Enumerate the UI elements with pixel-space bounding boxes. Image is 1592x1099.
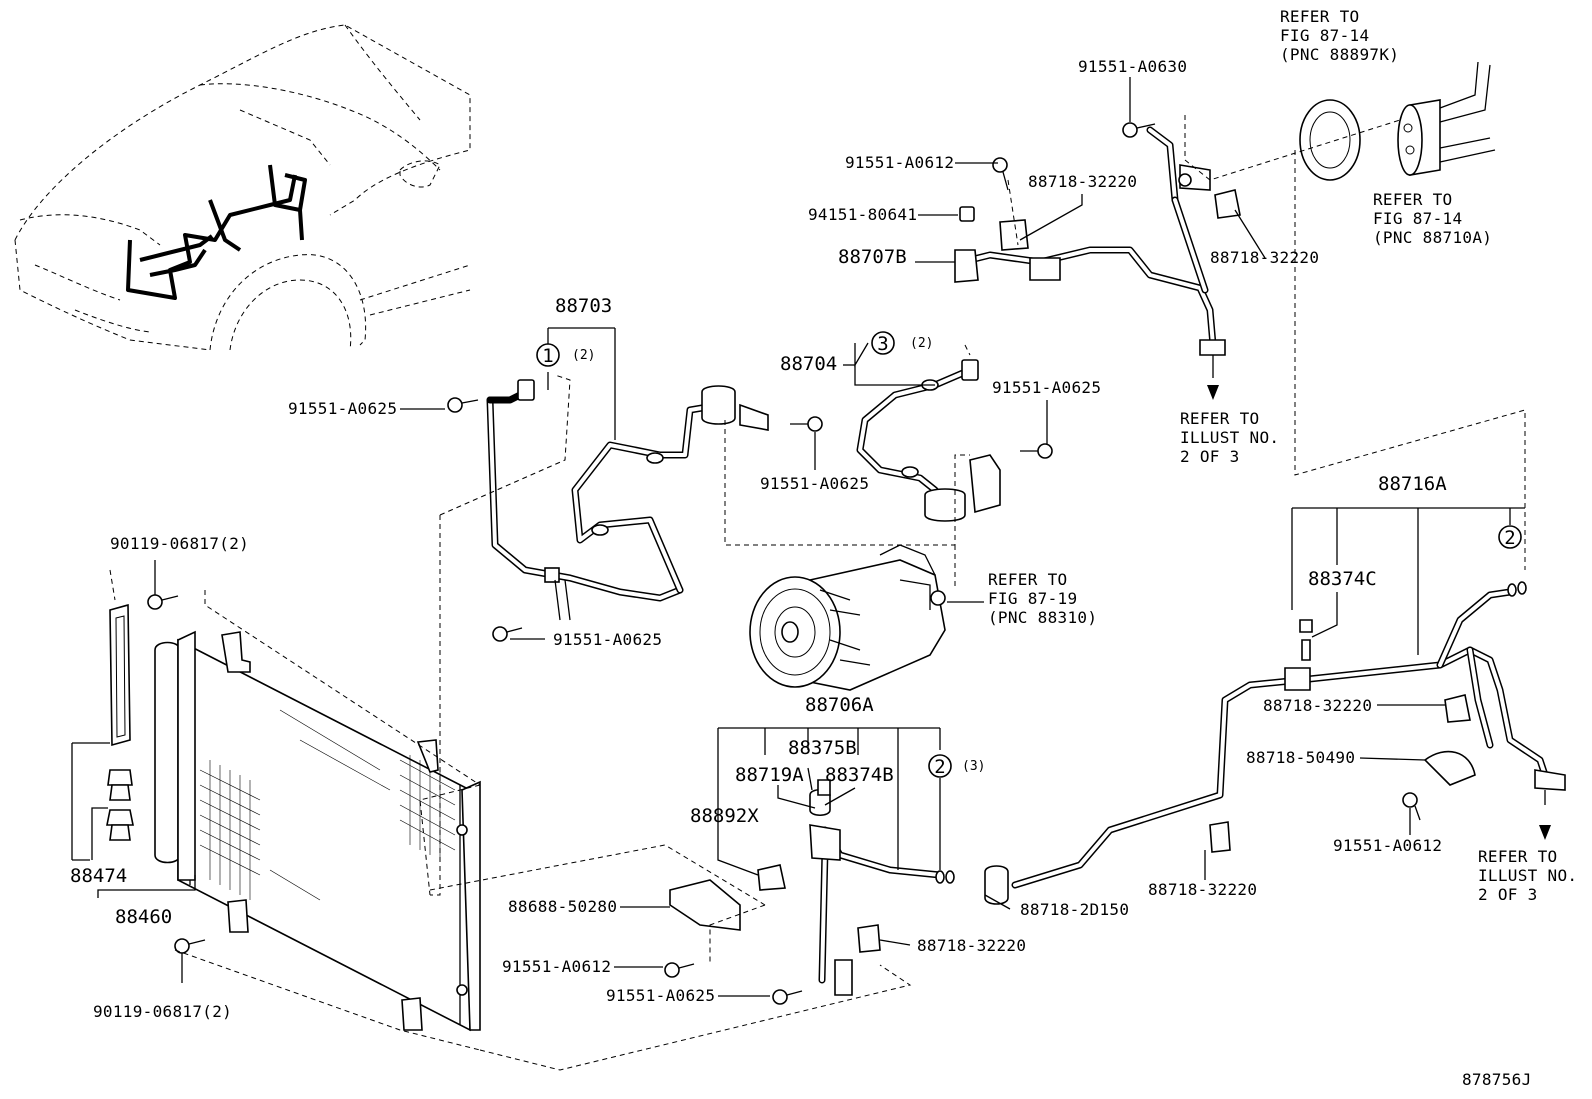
label-88716A: 88716A bbox=[1378, 473, 1447, 495]
stud-arrow-right bbox=[1539, 790, 1551, 840]
label-88460: 88460 bbox=[115, 906, 172, 928]
label-91551-A0630: 91551-A0630 bbox=[1078, 57, 1187, 76]
clip-32220-low bbox=[1209, 821, 1231, 853]
bolt-88704 bbox=[1020, 443, 1053, 459]
svg-text:2: 2 bbox=[934, 756, 945, 778]
label-88718-32220-b: 88718-32220 bbox=[1210, 248, 1319, 267]
label-91551-A0625-c: 91551-A0625 bbox=[992, 378, 1101, 397]
bolt-88707B-end bbox=[1178, 173, 1192, 187]
bolt-0625-low bbox=[772, 989, 803, 1005]
plug-88892X bbox=[757, 864, 786, 891]
label-91551-A0625-a: 91551-A0625 bbox=[288, 399, 397, 418]
callout-3-qty: (2) bbox=[910, 336, 933, 351]
label-91551-A0612-right: 91551-A0612 bbox=[1333, 836, 1442, 855]
wire-harness bbox=[126, 164, 307, 300]
clip-32220-right bbox=[1444, 694, 1471, 723]
bolt-88703-right bbox=[790, 416, 823, 432]
compressor bbox=[749, 544, 946, 691]
label-91551-A0625-d: 91551-A0625 bbox=[553, 630, 662, 649]
vehicle-outline bbox=[14, 24, 471, 351]
clip-32220-mid bbox=[857, 924, 881, 953]
bolt-88703-lower bbox=[492, 626, 523, 642]
callout-1: 1 bbox=[536, 343, 560, 367]
refer-note-illust-2of3-right: REFER TO ILLUST NO. 2 OF 3 bbox=[1478, 847, 1587, 904]
bolt-88703-upper bbox=[447, 397, 479, 413]
leader-lines bbox=[71, 77, 1525, 997]
callout-2-mid: 2 bbox=[928, 754, 952, 778]
bolt-90119-top bbox=[147, 594, 179, 610]
label-91551-A0625-b: 91551-A0625 bbox=[760, 474, 869, 493]
suction-hose-88704 bbox=[856, 359, 1001, 522]
label-88718-32220-d: 88718-32220 bbox=[1148, 880, 1257, 899]
callout-2-right: 2 bbox=[1498, 525, 1522, 549]
bolt-0630 bbox=[1122, 122, 1156, 138]
label-88374B: 88374B bbox=[825, 764, 894, 786]
label-91551-A0612-top: 91551-A0612 bbox=[845, 153, 954, 172]
label-88718-50490: 88718-50490 bbox=[1246, 748, 1355, 767]
label-88474: 88474 bbox=[70, 865, 127, 887]
refer-note-illust-2of3-mid: REFER TO ILLUST NO. 2 OF 3 bbox=[1180, 409, 1289, 466]
label-88719A: 88719A bbox=[735, 764, 804, 786]
refer-note-88897K: REFER TO FIG 87-14 (PNC 88897K) bbox=[1280, 7, 1399, 64]
svg-text:1: 1 bbox=[542, 345, 553, 367]
bracket-50280 bbox=[669, 879, 741, 931]
label-90119-06817-top: 90119-06817(2) bbox=[110, 534, 249, 553]
callout-3: 3 bbox=[871, 331, 895, 355]
label-88718-2D150: 88718-2D150 bbox=[1020, 900, 1129, 919]
clamp-50490 bbox=[1423, 750, 1476, 786]
diagram-id: 878756J bbox=[1462, 1070, 1532, 1089]
refer-note-88310: REFER TO FIG 87-19 (PNC 88310) bbox=[988, 570, 1097, 627]
liquid-pipe-88706A bbox=[809, 779, 955, 996]
condenser-assembly bbox=[154, 630, 481, 1032]
label-91551-A0612-mid: 91551-A0612 bbox=[502, 957, 611, 976]
valve-core-88374C bbox=[1299, 619, 1313, 661]
refer-joint-88710A bbox=[1397, 61, 1496, 176]
callout-2-mid-qty: (3) bbox=[962, 759, 985, 774]
stud-arrow-mid bbox=[1207, 355, 1219, 400]
svg-text:3: 3 bbox=[877, 333, 888, 355]
bolt-0612-mid bbox=[664, 962, 695, 978]
bolt-90119-bottom bbox=[174, 938, 206, 954]
clip-32220-top bbox=[1214, 189, 1241, 219]
label-88688-50280: 88688-50280 bbox=[508, 897, 617, 916]
label-88704: 88704 bbox=[780, 353, 837, 375]
refer-o-ring-88897K bbox=[1299, 99, 1361, 181]
bolt-0612-top bbox=[992, 157, 1009, 191]
callout-1-qty: (2) bbox=[572, 348, 595, 363]
label-88375B: 88375B bbox=[788, 737, 857, 759]
label-88718-32220-e: 88718-32220 bbox=[917, 936, 1026, 955]
liquid-pipe-88716A bbox=[984, 581, 1566, 905]
condenser-side-seal bbox=[109, 603, 131, 747]
label-88374C: 88374C bbox=[1308, 568, 1377, 590]
refer-note-88710A: REFER TO FIG 87-14 (PNC 88710A) bbox=[1373, 190, 1492, 247]
svg-text:2: 2 bbox=[1504, 527, 1515, 549]
bolt-0612-right bbox=[1402, 792, 1421, 821]
label-90119-06817-bottom: 90119-06817(2) bbox=[93, 1002, 232, 1021]
label-91551-A0625-e: 91551-A0625 bbox=[606, 986, 715, 1005]
nut-94151 bbox=[959, 206, 975, 222]
label-88707B: 88707B bbox=[838, 246, 907, 268]
dashed-reference-lines bbox=[109, 115, 1526, 1071]
label-88718-32220-a: 88718-32220 bbox=[1028, 172, 1137, 191]
label-88703: 88703 bbox=[555, 295, 612, 317]
label-88892X: 88892X bbox=[690, 805, 759, 827]
label-94151-80641: 94151-80641 bbox=[808, 205, 917, 224]
discharge-hose-88703 bbox=[486, 379, 769, 621]
label-88706A: 88706A bbox=[805, 694, 874, 716]
label-88718-32220-c: 88718-32220 bbox=[1263, 696, 1372, 715]
condenser-cushions bbox=[106, 769, 134, 841]
